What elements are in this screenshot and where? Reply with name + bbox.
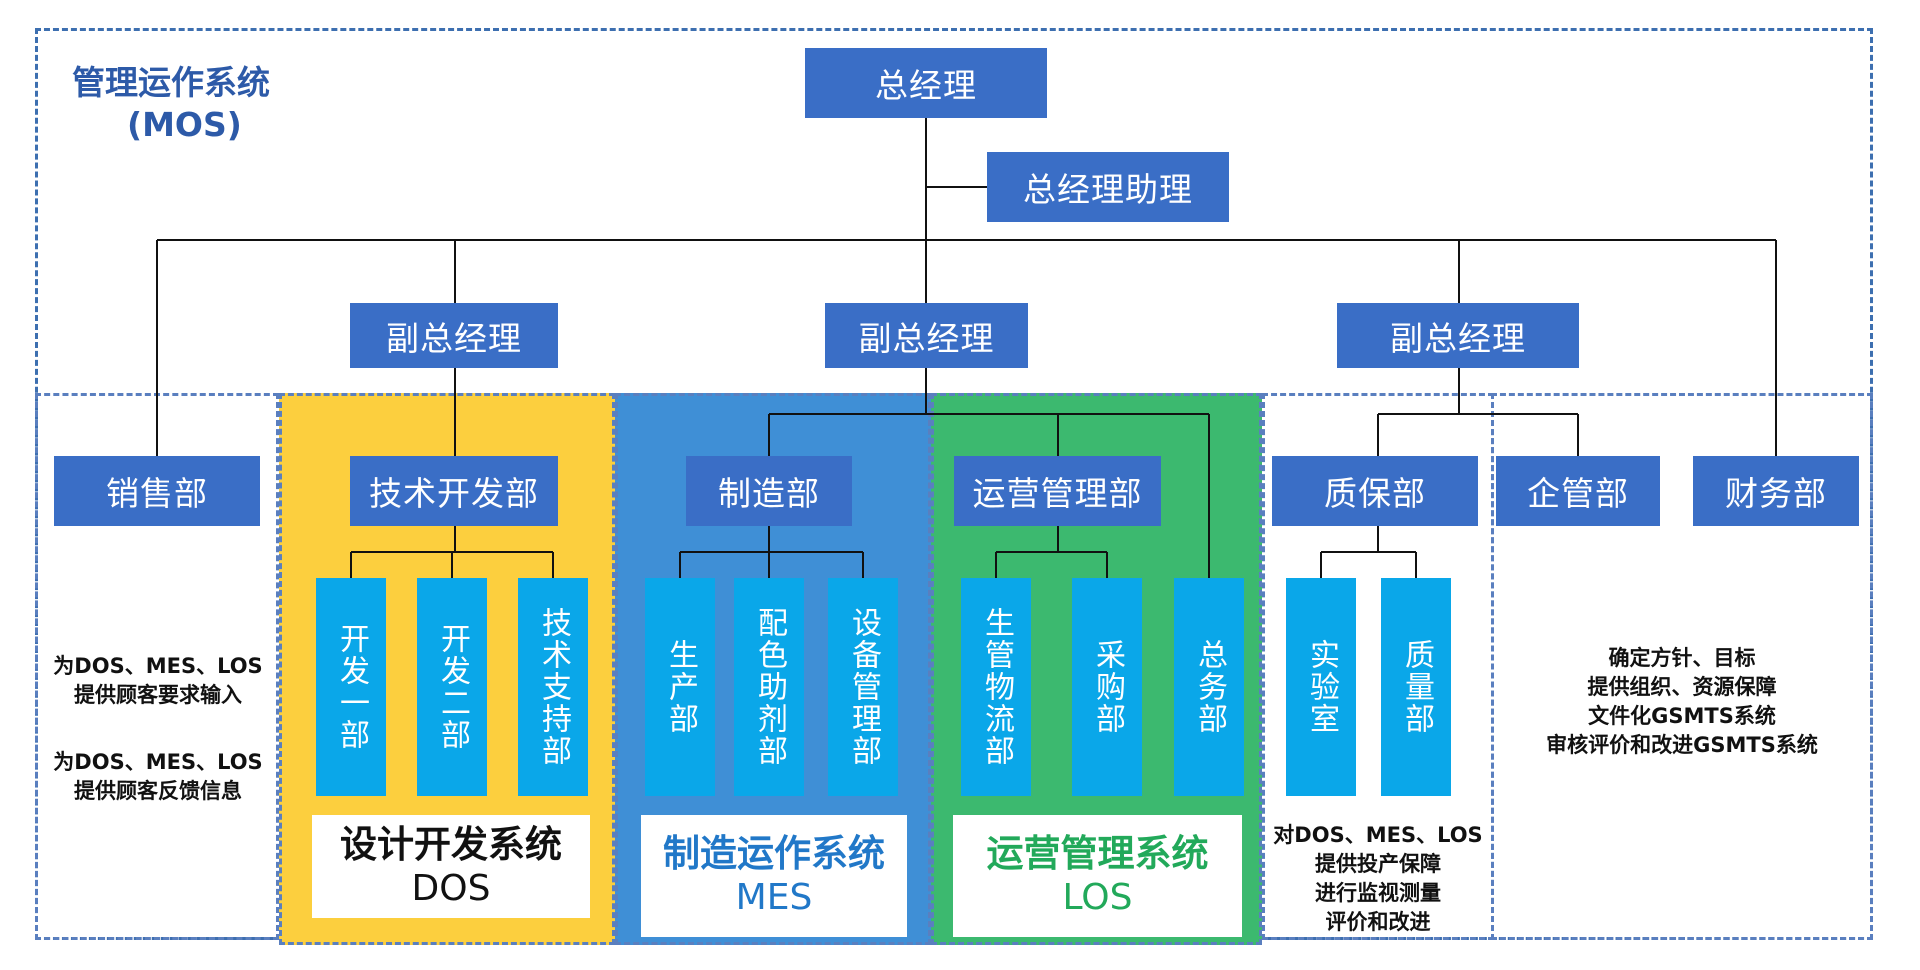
vp-center-box: 副总经理 <box>825 303 1028 368</box>
qa-note-1: 对DOS、MES、LOS <box>1273 823 1483 847</box>
qa-note: 对DOS、MES、LOS 提供投产保障 进行监视测量 评价和改进 <box>1264 821 1492 937</box>
mos-title: 管理运作系统 (MOS) <box>72 62 312 146</box>
mos-title-text: 管理运作系统 <box>72 63 270 102</box>
vp-left-box: 副总经理 <box>350 303 558 368</box>
sub-general-affairs: 总务部 <box>1174 578 1244 796</box>
em-note-4: 审核评价和改进GSMTS系统 <box>1546 733 1818 757</box>
sales-note-1: 为DOS、MES、LOS 提供顾客要求输入 <box>38 652 278 710</box>
dos-name: 设计开发系统 <box>340 822 562 866</box>
sales-note-1b: 提供顾客要求输入 <box>74 683 242 707</box>
dept-enterprise-mgmt: 企管部 <box>1496 456 1660 526</box>
sales-note-2b: 提供顾客反馈信息 <box>74 779 242 803</box>
sub-equipment: 设备管理部 <box>828 578 898 796</box>
sub-quality: 质量部 <box>1381 578 1451 796</box>
dept-manufacturing: 制造部 <box>686 456 852 526</box>
dept-finance: 财务部 <box>1693 456 1859 526</box>
sub-production: 生产部 <box>645 578 715 796</box>
system-dos-label: 设计开发系统 DOS <box>312 815 590 918</box>
em-note-1: 确定方针、目标 <box>1608 646 1756 670</box>
sub-dev2: 开发二部 <box>417 578 487 796</box>
sales-note-2a: 为DOS、MES、LOS <box>53 750 263 774</box>
dept-sales: 销售部 <box>54 456 260 526</box>
sub-purchasing: 采购部 <box>1072 578 1142 796</box>
dept-quality-assurance: 质保部 <box>1272 456 1478 526</box>
sub-logistics: 生管物流部 <box>961 578 1031 796</box>
system-los-label: 运营管理系统 LOS <box>953 815 1242 937</box>
los-abbr: LOS <box>1062 877 1133 918</box>
system-mes-label: 制造运作系统 MES <box>641 815 907 937</box>
sub-lab: 实验室 <box>1286 578 1356 796</box>
sub-dev1: 开发一部 <box>316 578 386 796</box>
enterprise-note: 确定方针、目标 提供组织、资源保障 文件化GSMTS系统 审核评价和改进GSMT… <box>1494 644 1870 760</box>
dept-operations: 运营管理部 <box>954 456 1161 526</box>
los-name: 运营管理系统 <box>986 832 1209 875</box>
mes-abbr: MES <box>735 877 813 918</box>
gm-assistant-box: 总经理助理 <box>987 152 1229 222</box>
dos-abbr: DOS <box>411 867 491 909</box>
sales-note-2: 为DOS、MES、LOS 提供顾客反馈信息 <box>38 748 278 806</box>
em-note-2: 提供组织、资源保障 <box>1587 675 1777 699</box>
general-manager-box: 总经理 <box>805 48 1047 118</box>
vp-right-box: 副总经理 <box>1337 303 1579 368</box>
mos-title-abbr: (MOS) <box>127 105 242 144</box>
sub-tech-support: 技术支持部 <box>518 578 588 796</box>
mes-name: 制造运作系统 <box>663 832 885 875</box>
sub-color-additive: 配色助剂部 <box>734 578 804 796</box>
dept-tech-dev: 技术开发部 <box>350 456 558 526</box>
qa-note-2: 提供投产保障 <box>1315 852 1441 876</box>
sales-note-1a: 为DOS、MES、LOS <box>53 654 263 678</box>
em-note-3: 文件化GSMTS系统 <box>1588 704 1776 728</box>
qa-note-4: 评价和改进 <box>1325 910 1431 934</box>
enterprise-zone <box>1491 393 1873 940</box>
qa-note-3: 进行监视测量 <box>1315 881 1441 905</box>
